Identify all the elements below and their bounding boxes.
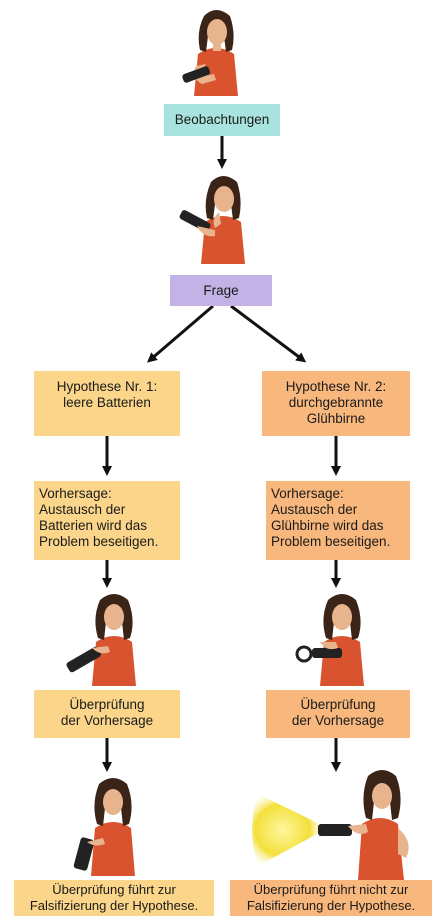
- result-1-line: Überprüfung führt zur: [52, 882, 176, 897]
- prediction-1-line: Austausch der: [39, 502, 126, 517]
- prediction-1-box: Vorhersage: Austausch der Batterien wird…: [34, 481, 180, 560]
- result-1-box: Überprüfung führt zur Falsifizierung der…: [14, 880, 214, 916]
- prediction-2-line: Austausch der: [271, 502, 358, 517]
- light-beam-icon: [252, 794, 328, 866]
- test-1-line: der Vorhersage: [60, 713, 154, 728]
- test-1-line: Überprüfung: [69, 697, 145, 712]
- question-label: Frage: [203, 283, 239, 298]
- woman-with-flashlight-icon: [66, 594, 136, 686]
- woman-with-flashlight-icon: [318, 770, 409, 880]
- arrow-question-to-left: [146, 304, 214, 363]
- woman-with-flashlight-icon: [182, 10, 238, 96]
- hypothesis-2-line: Hypothese Nr. 2:: [285, 379, 387, 394]
- hypothesis-1-line: Hypothese Nr. 1:: [56, 379, 158, 394]
- prediction-2-line: Glühbirne wird das: [271, 518, 384, 533]
- test-2-line: Überprüfung: [300, 697, 376, 712]
- prediction-1-line: Batterien wird das: [39, 518, 148, 533]
- test-2-line: der Vorhersage: [291, 713, 385, 728]
- hypothesis-2-box: Hypothese Nr. 2: durchgebrannte Glühbirn…: [262, 371, 410, 436]
- observations-box: Beobachtungen: [164, 104, 280, 136]
- test-1-box: Überprüfung der Vorhersage: [34, 690, 180, 738]
- result-2-line: Falsifizierung der Hypothese.: [246, 898, 416, 913]
- prediction-2-line: Problem beseitigen.: [271, 534, 391, 549]
- test-2-box: Überprüfung der Vorhersage: [266, 690, 410, 738]
- observations-label: Beobachtungen: [174, 112, 270, 127]
- hypothesis-2-line: durchgebrannte: [288, 395, 384, 410]
- woman-with-flashlight-icon: [73, 778, 135, 876]
- prediction-1-line: Problem beseitigen.: [39, 534, 159, 549]
- result-1-line: Falsifizierung der Hypothese.: [29, 898, 199, 913]
- arrow-question-to-right: [230, 304, 307, 363]
- result-2-box: Überprüfung führt nicht zur Falsifizieru…: [230, 880, 432, 916]
- hypothesis-1-line: leere Batterien: [63, 395, 151, 410]
- prediction-2-box: Vorhersage: Austausch der Glühbirne wird…: [266, 481, 410, 560]
- hypothesis-1-box: Hypothese Nr. 1: leere Batterien: [34, 371, 180, 436]
- result-2-line: Überprüfung führt nicht zur: [253, 882, 409, 897]
- question-box: Frage: [170, 275, 272, 306]
- woman-with-flashlight-icon: [295, 594, 364, 686]
- prediction-2-line: Vorhersage:: [271, 486, 344, 501]
- hypothesis-2-line: Glühbirne: [306, 411, 366, 426]
- woman-with-flashlight-icon: [179, 176, 245, 264]
- prediction-1-line: Vorhersage:: [39, 486, 112, 501]
